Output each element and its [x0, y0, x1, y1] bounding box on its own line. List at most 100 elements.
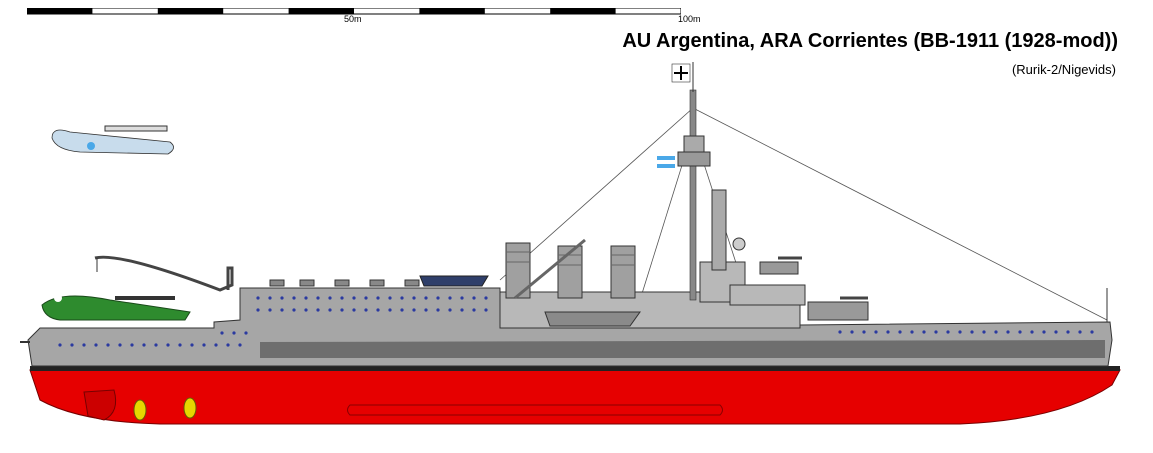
main-gun-turrets — [759, 256, 869, 321]
argentine-flag — [657, 156, 675, 168]
porthole — [376, 308, 380, 312]
porthole — [934, 330, 938, 334]
scale-bar — [27, 8, 681, 15]
porthole — [70, 343, 74, 347]
porthole — [862, 330, 866, 334]
porthole — [316, 296, 320, 300]
porthole — [958, 330, 962, 334]
scale-segment — [419, 8, 485, 14]
porthole — [256, 296, 260, 300]
porthole — [82, 343, 86, 347]
porthole — [874, 330, 878, 334]
porthole — [220, 331, 224, 335]
porthole — [970, 330, 974, 334]
porthole — [1078, 330, 1082, 334]
propellers — [133, 397, 197, 421]
hull-armor-belt — [260, 340, 1105, 358]
porthole — [436, 296, 440, 300]
ensign-flag — [671, 63, 691, 83]
porthole — [328, 308, 332, 312]
scale-segment — [288, 8, 354, 14]
page-title: AU Argentina, ARA Corrientes (BB-1911 (1… — [622, 30, 1118, 52]
scale-label-50m: 50m — [344, 14, 362, 24]
porthole — [106, 343, 110, 347]
porthole — [388, 296, 392, 300]
porthole — [1066, 330, 1070, 334]
porthole — [472, 296, 476, 300]
secondary-gun — [334, 279, 350, 287]
porthole — [166, 343, 170, 347]
porthole — [922, 330, 926, 334]
porthole — [232, 331, 236, 335]
scale-segments — [27, 8, 616, 14]
porthole — [364, 296, 368, 300]
porthole — [268, 296, 272, 300]
porthole — [376, 296, 380, 300]
porthole — [202, 343, 206, 347]
porthole — [1054, 330, 1058, 334]
porthole — [448, 308, 452, 312]
porthole — [340, 296, 344, 300]
porthole — [280, 308, 284, 312]
porthole — [190, 343, 194, 347]
scale-segment — [27, 8, 93, 14]
porthole — [118, 343, 122, 347]
bilge-keel — [347, 404, 723, 416]
funnels — [505, 242, 636, 299]
porthole — [58, 343, 62, 347]
porthole — [484, 296, 488, 300]
porthole — [316, 308, 320, 312]
porthole — [400, 308, 404, 312]
porthole — [268, 308, 272, 312]
hull-underwater — [29, 369, 1121, 425]
porthole — [388, 308, 392, 312]
porthole — [304, 296, 308, 300]
porthole — [838, 330, 842, 334]
porthole — [850, 330, 854, 334]
porthole — [244, 331, 248, 335]
porthole — [226, 343, 230, 347]
porthole — [154, 343, 158, 347]
porthole — [130, 343, 134, 347]
waterline — [30, 366, 1120, 371]
porthole — [460, 296, 464, 300]
porthole — [1042, 330, 1046, 334]
porthole — [994, 330, 998, 334]
scale-label-100m: 100m — [678, 14, 701, 24]
porthole — [910, 330, 914, 334]
porthole — [142, 343, 146, 347]
seaplane-green — [41, 294, 191, 321]
porthole — [304, 308, 308, 312]
porthole — [898, 330, 902, 334]
porthole — [946, 330, 950, 334]
porthole — [460, 308, 464, 312]
motor-launch — [544, 311, 641, 327]
aircraft-crane — [94, 255, 234, 292]
porthole — [178, 343, 182, 347]
porthole — [412, 308, 416, 312]
secondary-gun — [269, 279, 285, 287]
flying-boat — [51, 125, 174, 155]
porthole — [424, 308, 428, 312]
secondary-gun — [299, 279, 315, 287]
porthole — [436, 308, 440, 312]
portholes — [58, 296, 1094, 347]
secondary-gun — [404, 279, 420, 287]
porthole — [412, 296, 416, 300]
ships-boat — [419, 275, 489, 287]
fire-control-tower — [711, 189, 727, 271]
porthole — [364, 308, 368, 312]
porthole — [352, 308, 356, 312]
porthole — [1006, 330, 1010, 334]
scale-segment — [157, 8, 224, 14]
porthole — [886, 330, 890, 334]
boat-crane — [514, 238, 586, 300]
porthole — [1030, 330, 1034, 334]
porthole — [982, 330, 986, 334]
porthole — [400, 296, 404, 300]
funnel-3 — [610, 245, 636, 299]
porthole — [94, 343, 98, 347]
secondary-gun — [369, 279, 385, 287]
porthole — [1018, 330, 1022, 334]
